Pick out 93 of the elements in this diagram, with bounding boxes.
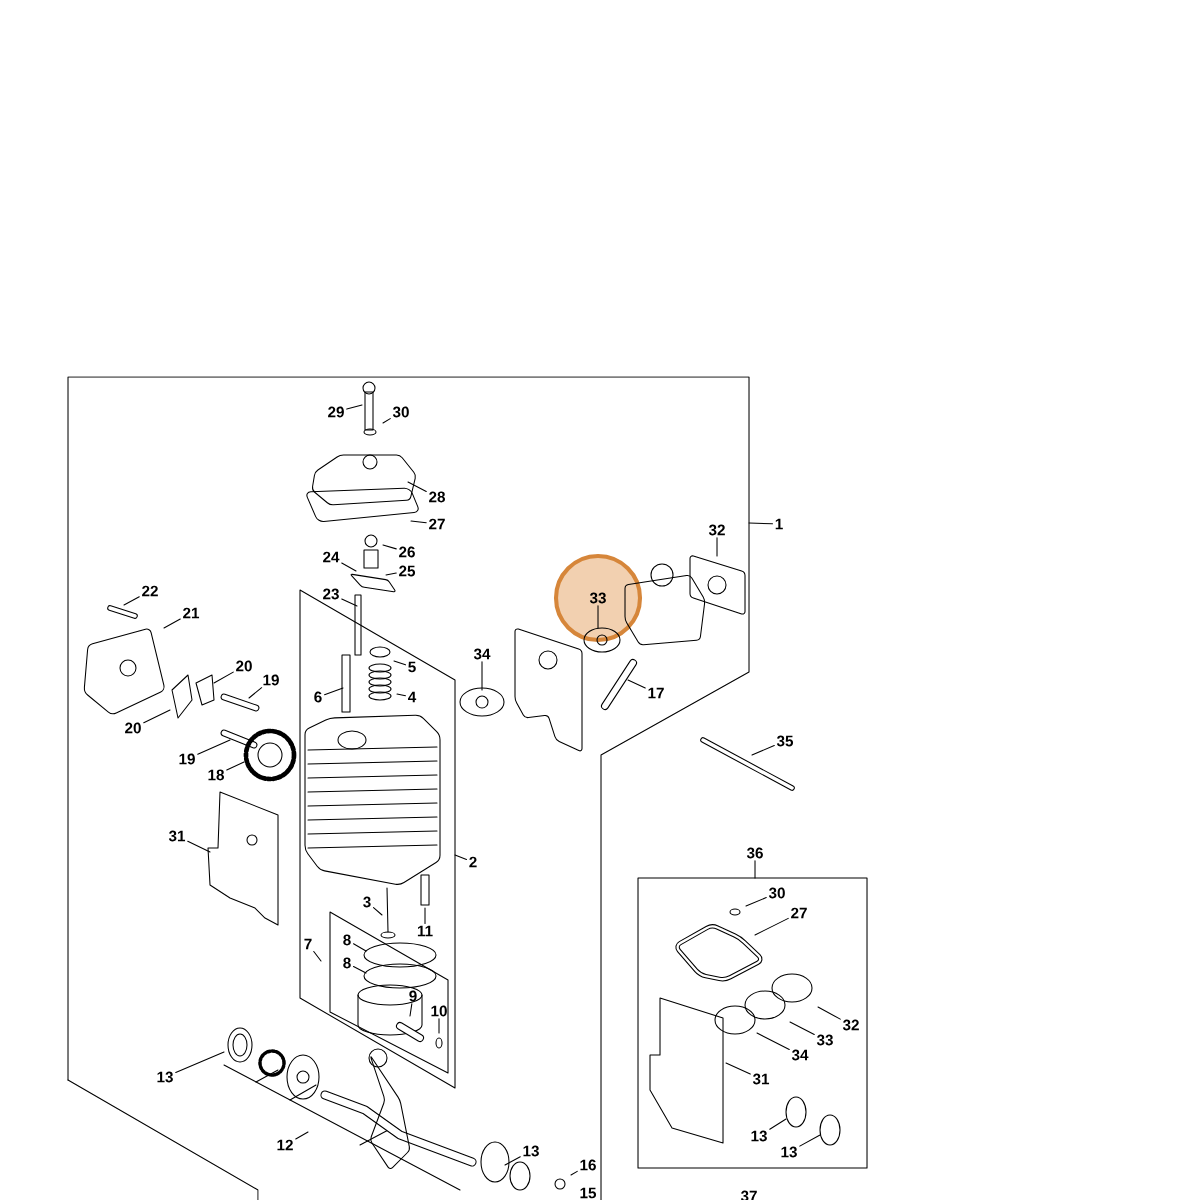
callout-number: 11 bbox=[417, 925, 433, 937]
callout-number: 13 bbox=[781, 1146, 797, 1158]
callout-number: 30 bbox=[392, 406, 409, 418]
leader-line bbox=[627, 679, 646, 689]
leader-line bbox=[353, 965, 367, 974]
leader-line bbox=[382, 544, 397, 550]
callout-number: 9 bbox=[409, 990, 417, 1002]
leader-line bbox=[751, 745, 775, 756]
callout-number: 17 bbox=[648, 687, 664, 699]
callout-number: 8 bbox=[343, 934, 351, 946]
callout-number: 27 bbox=[429, 518, 445, 530]
leader-line bbox=[438, 1018, 440, 1034]
leader-line bbox=[248, 687, 263, 699]
callout-number: 15 bbox=[580, 1187, 597, 1199]
leader-line bbox=[789, 1021, 815, 1035]
leader-line bbox=[407, 481, 427, 492]
callout-number: 3 bbox=[363, 896, 371, 908]
callout-number: 36 bbox=[746, 847, 763, 859]
callout-number: 27 bbox=[791, 907, 807, 919]
callout-number: 13 bbox=[523, 1145, 539, 1157]
leader-line bbox=[197, 739, 231, 755]
leader-line bbox=[754, 917, 789, 936]
leader-line bbox=[226, 761, 245, 771]
leader-line bbox=[163, 618, 181, 629]
callout-number: 7 bbox=[304, 938, 312, 950]
callout-number: 5 bbox=[408, 661, 416, 673]
leader-line bbox=[175, 1051, 225, 1073]
callout-number: 20 bbox=[236, 660, 252, 672]
callout-number: 28 bbox=[429, 491, 445, 503]
leader-line bbox=[382, 418, 391, 424]
leader-line bbox=[410, 520, 427, 524]
leader-line bbox=[346, 404, 363, 410]
callout-number: 18 bbox=[208, 769, 224, 781]
leader-line bbox=[754, 860, 756, 879]
callout-number: 31 bbox=[168, 830, 186, 842]
callout-number: 33 bbox=[589, 592, 606, 604]
leader-line bbox=[341, 562, 357, 572]
callout-number: 32 bbox=[708, 524, 725, 536]
leader-line bbox=[313, 951, 322, 962]
callout-number: 35 bbox=[776, 735, 794, 747]
leader-line bbox=[756, 1032, 790, 1051]
leader-line bbox=[597, 605, 599, 629]
callout-number: 6 bbox=[314, 691, 322, 703]
leader-line bbox=[353, 943, 367, 952]
leader-line bbox=[373, 907, 383, 916]
callout-number: 8 bbox=[343, 957, 351, 969]
callout-number: 20 bbox=[125, 722, 141, 734]
leader-line bbox=[424, 907, 426, 924]
callout-number: 19 bbox=[179, 753, 195, 765]
leader-line bbox=[817, 1006, 841, 1020]
callout-number: 23 bbox=[323, 588, 339, 600]
leader-line bbox=[570, 1170, 578, 1176]
leader-line bbox=[341, 598, 358, 607]
callout-number: 30 bbox=[768, 887, 785, 899]
callout-number: 10 bbox=[431, 1005, 447, 1017]
callout-number: 34 bbox=[473, 648, 491, 660]
callout-number: 25 bbox=[399, 565, 416, 577]
callout-number: 2 bbox=[469, 856, 477, 868]
callout-number: 13 bbox=[157, 1071, 173, 1083]
leader-line bbox=[143, 709, 171, 724]
callout-number: 33 bbox=[816, 1034, 833, 1046]
callout-number: 12 bbox=[277, 1139, 293, 1151]
callout-number: 16 bbox=[580, 1159, 596, 1171]
leader-line bbox=[393, 660, 406, 666]
callout-number: 19 bbox=[263, 674, 279, 686]
leader-line bbox=[725, 1062, 751, 1075]
callout-number: 31 bbox=[752, 1073, 770, 1085]
leader-line bbox=[123, 596, 140, 606]
leader-line bbox=[769, 1118, 787, 1130]
leader-line bbox=[409, 1003, 413, 1017]
leader-line bbox=[396, 693, 406, 697]
callout-number: 29 bbox=[328, 406, 344, 418]
leader-line bbox=[716, 537, 718, 557]
leader-line bbox=[745, 897, 767, 907]
callout-number: 4 bbox=[408, 691, 417, 703]
leader-line bbox=[454, 854, 467, 860]
callout-number: 24 bbox=[323, 551, 340, 563]
leader-line bbox=[481, 661, 483, 691]
callout-number: 34 bbox=[791, 1049, 809, 1061]
leader-line bbox=[748, 522, 773, 525]
leader-line bbox=[385, 572, 397, 576]
callout-number: 1 bbox=[775, 518, 783, 530]
leader-line bbox=[504, 1156, 521, 1166]
callout-number: 32 bbox=[842, 1019, 859, 1031]
leader-line bbox=[213, 671, 234, 684]
leader-line bbox=[799, 1134, 821, 1147]
leader-line bbox=[295, 1131, 309, 1140]
callout-number: 22 bbox=[142, 585, 158, 597]
callout-number: 13 bbox=[751, 1130, 767, 1142]
leader-line bbox=[187, 840, 211, 853]
callout-number: 26 bbox=[399, 546, 415, 558]
callout-number: 21 bbox=[183, 607, 200, 619]
leader-line bbox=[324, 687, 344, 696]
